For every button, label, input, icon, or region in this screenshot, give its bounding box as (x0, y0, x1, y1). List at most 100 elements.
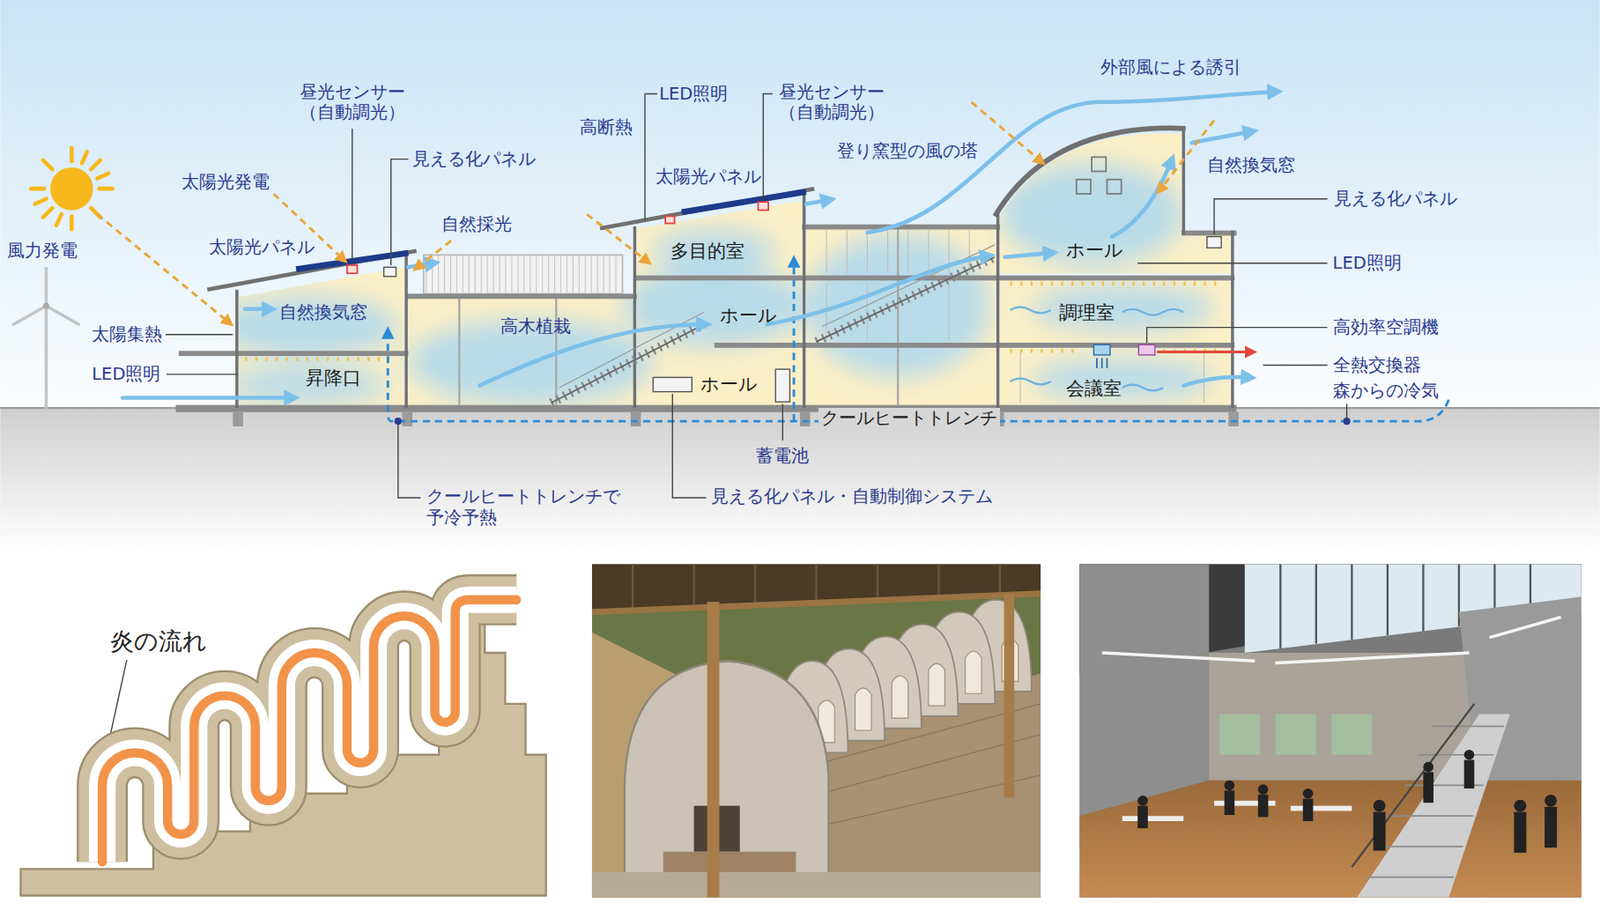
kiln-diagram (102, 600, 517, 863)
kiln-photo (928, 663, 946, 706)
leader-dots (394, 417, 402, 425)
building-structure (714, 342, 1235, 349)
kiln-diagram (102, 600, 517, 863)
interior-photo (1544, 794, 1557, 808)
building-structure (634, 275, 1235, 282)
sun-rays (1160, 120, 1215, 191)
cool-air-waves (1122, 309, 1184, 316)
callout-label: 見える化パネル (1333, 188, 1458, 209)
interior-photo (1303, 799, 1314, 822)
cool-heat-trench (792, 260, 796, 422)
kiln-photo (814, 563, 817, 603)
interior-photo (1275, 652, 1470, 664)
interior-photo (1351, 703, 1475, 867)
sun-rays (96, 102, 1215, 323)
sun-icon (56, 214, 62, 226)
kiln-photo (592, 563, 1041, 898)
equipment (296, 192, 1252, 403)
interior-photo (1489, 616, 1562, 638)
building-structure (1182, 128, 1186, 235)
sun-rays (96, 214, 229, 323)
interior-photo (1418, 754, 1495, 756)
interior-photo (1079, 563, 1582, 898)
room-fill (1000, 279, 1231, 343)
equipment (347, 265, 358, 274)
building-structure (948, 283, 949, 341)
leader-lines (1346, 403, 1348, 418)
wind-turbine (43, 303, 50, 310)
leader-lines (391, 159, 409, 266)
room-name: 会議室 (1066, 377, 1122, 400)
building-structure (406, 293, 638, 299)
callout-label: 外部風による誘引 (1100, 57, 1242, 78)
sun-rays (417, 240, 452, 267)
building-structure (1076, 156, 1122, 194)
equipment (775, 369, 790, 402)
sun-icon (99, 186, 113, 192)
callout-label: 高断熱 (579, 117, 633, 138)
sky-ground (0, 0, 1600, 551)
building-structure (600, 188, 815, 229)
interior-photo (1392, 814, 1475, 817)
sun-icon (69, 215, 75, 230)
building-structure (425, 256, 621, 294)
equipment (1101, 357, 1104, 369)
callout-label: 森からの冷気 (1333, 380, 1439, 401)
interior-photo (1275, 713, 1317, 755)
building-structure (175, 405, 1237, 413)
building-structure (630, 412, 642, 427)
kiln-photo (592, 593, 1041, 613)
callout-label: 太陽光パネル (655, 166, 762, 187)
airflow-haze (1030, 359, 1215, 400)
wind-arrows (1111, 161, 1171, 238)
kiln-photo (754, 563, 756, 605)
room-name: 調理室 (1059, 302, 1115, 325)
interior-photo (1219, 713, 1260, 755)
callout-label: 太陽集熱 (91, 324, 163, 345)
leader-lines (762, 94, 772, 200)
wind-arrows (122, 91, 1275, 398)
cool-air-waves (1010, 306, 1052, 313)
kiln-photo (937, 563, 940, 598)
leader-dots (1343, 417, 1351, 425)
interior-photo (1331, 713, 1372, 755)
kiln-photo (592, 872, 1041, 898)
interior-photo (1102, 616, 1562, 663)
building-structure (800, 412, 811, 427)
sky-ground (0, 407, 1600, 551)
sun-icon (43, 160, 52, 170)
sun-rays (586, 214, 647, 261)
leader-lines (644, 94, 658, 222)
interior-photo (1224, 780, 1236, 792)
building-structure (244, 283, 1224, 360)
airflow-haze (652, 229, 776, 271)
interior-photo (1373, 812, 1386, 852)
leader-lines (165, 333, 233, 335)
leader-lines (672, 393, 706, 498)
kiln-photo (592, 563, 1041, 612)
interior-photo (1464, 749, 1475, 761)
airflow-haze (1030, 285, 1215, 331)
building-structure (1203, 351, 1205, 403)
interior-photo (1315, 563, 1318, 644)
building-structure (896, 228, 899, 405)
callout-label: 風力発電 (7, 240, 78, 261)
room-fill (1000, 133, 1231, 274)
building-structure (1228, 412, 1239, 427)
building-structure (969, 230, 971, 275)
equipment (1106, 357, 1109, 369)
interior-photo (1258, 794, 1269, 817)
equipment (681, 192, 807, 213)
room-name: 多目的室 (670, 240, 745, 263)
sky-ground (0, 0, 1600, 551)
interior-photo (1350, 563, 1353, 640)
wind-turbine (13, 267, 79, 408)
interior-photo (1122, 800, 1353, 822)
trench-label: クールヒートトレンチ (818, 407, 1000, 429)
leader-lines (782, 403, 784, 441)
callout-label: 高木植栽 (500, 316, 571, 337)
equipment (665, 215, 675, 223)
building-structure (1230, 230, 1234, 408)
